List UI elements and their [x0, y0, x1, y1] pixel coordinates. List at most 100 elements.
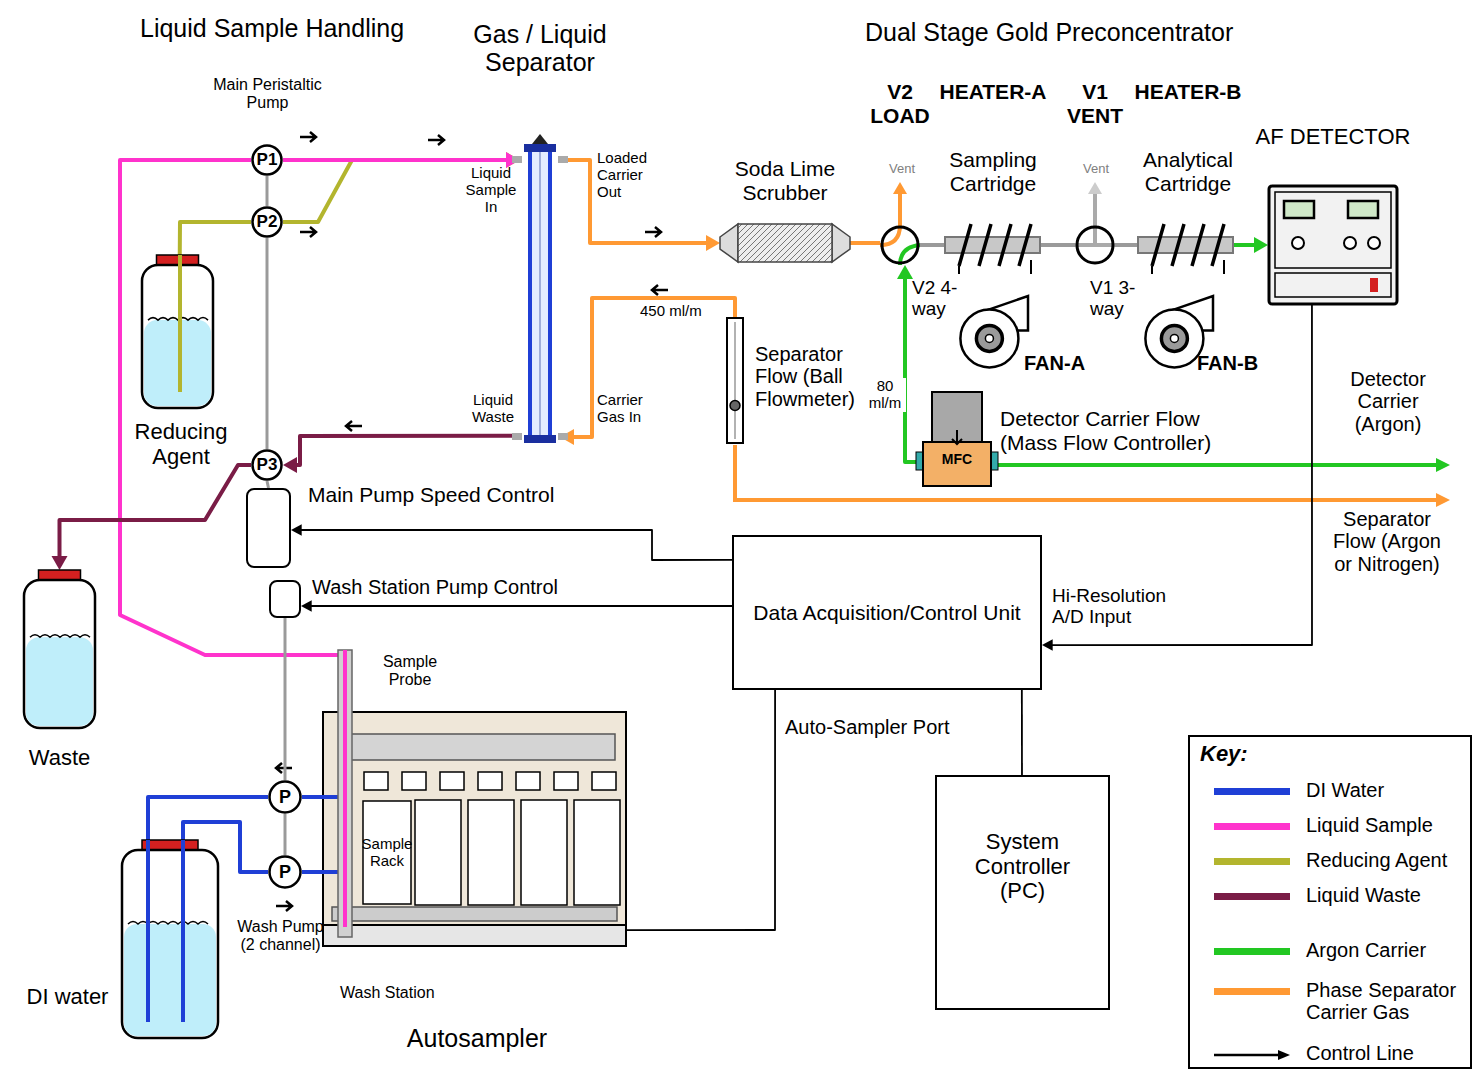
pump-head: P: [268, 780, 302, 814]
drawing-part: [415, 800, 461, 905]
annotation-label: Dual Stage Gold Preconcentrator: [865, 18, 1245, 46]
drawing-part: [733, 536, 1041, 689]
drawing-part: [1145, 309, 1203, 367]
connector-label: 80 ml/m: [864, 378, 906, 412]
drawing-part: [1436, 458, 1450, 472]
annotation-label: Separator Flow (Argon or Nitrogen): [1328, 508, 1446, 575]
drawing-part: [363, 801, 411, 904]
legend-text: Argon Carrier: [1306, 939, 1466, 961]
gold-cartridge-outline: [945, 228, 1040, 262]
drawing-part: [146, 840, 150, 1022]
tubing-line-path: [850, 241, 880, 245]
drawing-part: [554, 772, 578, 790]
tubing-line: [302, 872, 322, 873]
drawing-part: [727, 318, 743, 443]
node-sublabel: Sampling Cartridge: [937, 148, 1049, 195]
drawing-part: [364, 772, 388, 790]
detector-unit-outline: [1268, 185, 1398, 305]
drawing-part: [574, 800, 620, 905]
ball-flowmeter: Separator Flow (Ball Flowmeter): [725, 318, 745, 443]
drawing-part: [882, 227, 918, 263]
control-line: [1021, 690, 1022, 775]
control-unit-box: Data Acquisition/Control Unit: [732, 535, 1042, 690]
arrow-head: [897, 265, 913, 279]
tubing-line-path: [1233, 243, 1256, 247]
annotation-label: Liquid Sample Handling: [140, 14, 440, 42]
drawing-part: [592, 772, 616, 790]
drawing-part: [530, 146, 550, 439]
tubing-line-path: [60, 465, 252, 558]
drawing-part: [539, 150, 541, 435]
drawing-part: [122, 850, 218, 1038]
drawing-part: [124, 924, 216, 1036]
phase-separator: Gas / Liquid Separator: [520, 140, 560, 445]
waste-bottle-outline: [22, 570, 97, 730]
cooling-fan: FAN-A: [960, 292, 1030, 372]
drawing-part: [1292, 237, 1304, 249]
drawing-part: [645, 227, 661, 237]
cooling-fan: FAN-B: [1145, 292, 1215, 372]
drawing-part: [428, 135, 444, 145]
ball-flowmeter-outline: [725, 318, 745, 443]
drawing-part: [512, 433, 522, 440]
scrubber-outline: [720, 222, 850, 264]
legend-text: Control Line: [1306, 1042, 1466, 1064]
legend-swatch: [1214, 893, 1290, 900]
drawing-part: [26, 637, 93, 726]
drawing-part: [1170, 334, 1178, 342]
node-label: Separator Flow (Ball Flowmeter): [755, 343, 865, 410]
drawing-part: [1368, 237, 1380, 249]
tubing-line: [283, 152, 520, 222]
drawing-part: [1370, 278, 1378, 292]
drawing-part: [1344, 237, 1356, 249]
drawing-part: [342, 734, 615, 760]
pump-head: P1: [251, 144, 283, 176]
annotation-label: Wash Pump (2 channel): [228, 918, 333, 954]
node-label: Wash Station Pump Control: [312, 576, 592, 598]
mass-flow-controller-outline: [922, 392, 992, 487]
legend-text: Liquid Waste: [1306, 884, 1466, 906]
shaft-line: [285, 814, 286, 855]
drawing-part: [300, 132, 316, 142]
gold-cartridge: HEATER-ASampling Cartridge: [945, 228, 1040, 262]
drawing-part: [142, 265, 213, 408]
drawing-part: [1088, 182, 1102, 194]
drawing-part: [181, 840, 185, 1022]
drawing-part: [276, 901, 292, 911]
legend-text: Reducing Agent: [1306, 849, 1466, 871]
legend-text: Liquid Sample: [1306, 814, 1466, 836]
shaft-line: [267, 176, 268, 206]
tubing-line-path: [572, 298, 735, 437]
node-label: Soda Lime Scrubber: [730, 157, 840, 204]
shaft-line-path: [266, 238, 269, 449]
drawing-part: [346, 421, 362, 431]
control-line-path: [1051, 305, 1312, 645]
annotation-label: Key:: [1200, 742, 1320, 767]
annotation-label: Vent: [882, 162, 922, 177]
line-shape: [1214, 1054, 1280, 1057]
autosampler: Sample RackAutosampler: [322, 712, 627, 947]
detector-unit: AF DETECTOR: [1268, 185, 1398, 305]
node-label: P: [268, 780, 302, 814]
shaft-line-path: [1115, 243, 1138, 247]
drawing-part: [468, 800, 514, 905]
control-line-path: [310, 605, 732, 607]
shaft-line: [267, 481, 269, 488]
connector-label: Auto-Sampler Port: [783, 716, 987, 738]
pump-head: P3: [251, 449, 283, 481]
node-label: Data Acquisition/Control Unit: [737, 535, 1037, 690]
node-sublabel: V2 4-way: [912, 277, 968, 320]
control-box: Main Pump Speed Control: [246, 488, 291, 568]
control-line: [291, 524, 732, 560]
node-label: Reducing Agent: [132, 420, 230, 469]
node-sublabel: Analytical Cartridge: [1132, 148, 1244, 195]
tubing-line: [180, 222, 251, 255]
drawing-part: [923, 442, 991, 486]
drawing-part: [39, 570, 81, 580]
legend-text: Phase Separator Carrier Gas: [1306, 979, 1466, 1024]
control-line-path: [300, 530, 732, 560]
node-sublabel: Detector Carrier Flow (Mass Flow Control…: [1000, 407, 1230, 454]
valve-symbol: V2 LOADV2 4-way: [880, 225, 920, 265]
annotation-label: Sample Probe: [372, 653, 448, 689]
